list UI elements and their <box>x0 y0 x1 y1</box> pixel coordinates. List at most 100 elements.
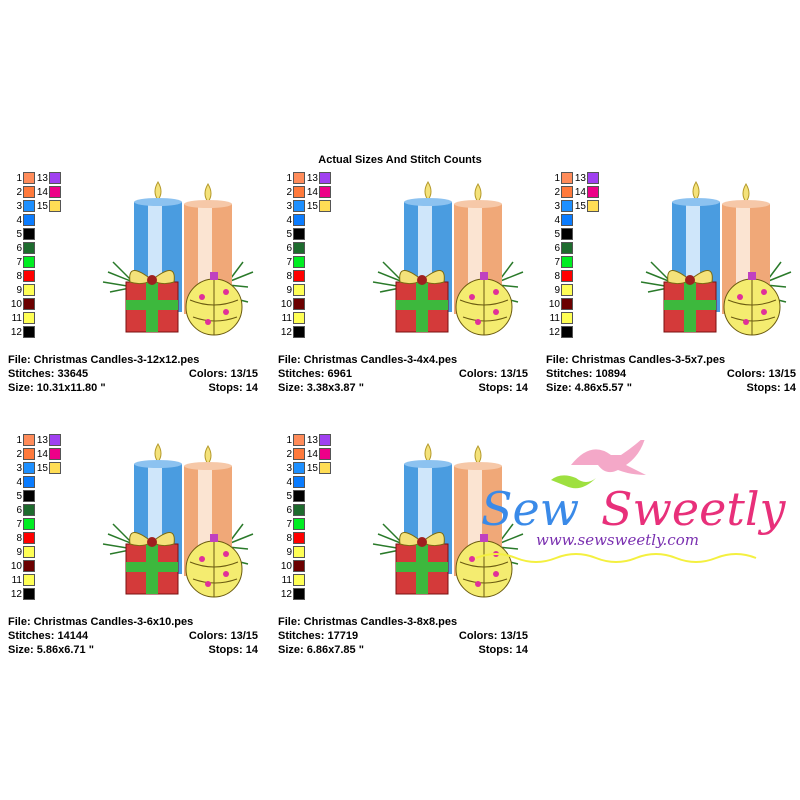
swatch-number: 15 <box>574 200 586 212</box>
color-swatch-13: 13 <box>304 172 331 184</box>
color-swatch-12: 12 <box>278 588 305 600</box>
swatch-color <box>293 242 305 254</box>
color-swatch-11: 11 <box>278 312 305 324</box>
file-name: File: Christmas Candles-3-12x12.pes <box>8 354 200 366</box>
color-swatch-9: 9 <box>8 284 35 296</box>
color-swatch-14: 14 <box>572 186 599 198</box>
color-swatch-10: 10 <box>546 298 573 310</box>
color-swatch-3: 3 <box>278 200 305 212</box>
color-count: Colors: 13/15 <box>188 630 258 642</box>
swatch-number: 9 <box>286 546 292 558</box>
swatch-color <box>561 256 573 268</box>
swatch-number: 3 <box>554 200 560 212</box>
swatch-number: 5 <box>286 490 292 502</box>
swatch-color <box>49 448 61 460</box>
color-swatch-11: 11 <box>546 312 573 324</box>
color-swatch-1: 1 <box>8 172 35 184</box>
stitch-count: Stitches: 14144 <box>8 630 89 642</box>
swatch-number: 15 <box>36 462 48 474</box>
swatch-number: 8 <box>286 532 292 544</box>
swatch-color <box>23 574 35 586</box>
swatch-number: 2 <box>16 448 22 460</box>
swatch-number: 7 <box>286 518 292 530</box>
swatch-number: 15 <box>306 200 318 212</box>
color-swatch-2: 2 <box>278 448 305 460</box>
swatch-color <box>293 214 305 226</box>
swatch-number: 7 <box>16 256 22 268</box>
swatch-color <box>23 588 35 600</box>
swatch-color <box>319 172 331 184</box>
swatch-number: 9 <box>16 284 22 296</box>
swatch-color <box>293 200 305 212</box>
swatch-color <box>319 200 331 212</box>
color-swatch-2: 2 <box>546 186 573 198</box>
swatch-color <box>293 270 305 282</box>
color-swatch-7: 7 <box>8 256 35 268</box>
color-swatch-15: 15 <box>304 462 331 474</box>
swatch-color <box>561 270 573 282</box>
swatch-color <box>49 200 61 212</box>
color-swatch-5: 5 <box>546 228 573 240</box>
swatch-color <box>587 172 599 184</box>
color-swatch-10: 10 <box>8 560 35 572</box>
swatch-color <box>23 242 35 254</box>
color-swatch-14: 14 <box>304 186 331 198</box>
swatch-number: 15 <box>36 200 48 212</box>
swatch-color <box>293 434 305 446</box>
swatch-number: 14 <box>36 448 48 460</box>
swatch-number: 13 <box>306 172 318 184</box>
color-swatch-15: 15 <box>572 200 599 212</box>
swatch-number: 10 <box>548 298 560 310</box>
swatch-color <box>561 172 573 184</box>
swatch-number: 13 <box>574 172 586 184</box>
swatch-color <box>293 490 305 502</box>
swatch-number: 2 <box>286 448 292 460</box>
swatch-color <box>293 298 305 310</box>
swatch-color <box>319 186 331 198</box>
swatch-color <box>23 448 35 460</box>
color-swatch-9: 9 <box>278 546 305 558</box>
swatch-color <box>23 490 35 502</box>
color-swatch-5: 5 <box>278 490 305 502</box>
color-swatch-4: 4 <box>8 214 35 226</box>
swatch-color <box>23 270 35 282</box>
swatch-color <box>49 172 61 184</box>
swatch-color <box>561 284 573 296</box>
file-name: File: Christmas Candles-3-8x8.pes <box>278 616 458 628</box>
stop-count: Stops: 14 <box>478 382 528 394</box>
swatch-color <box>23 560 35 572</box>
swatch-color <box>293 284 305 296</box>
swatch-number: 10 <box>10 298 22 310</box>
swatch-color <box>319 462 331 474</box>
swatch-number: 8 <box>16 270 22 282</box>
swatch-color <box>561 312 573 324</box>
color-swatch-1: 1 <box>278 172 305 184</box>
color-swatch-2: 2 <box>8 448 35 460</box>
color-swatch-2: 2 <box>278 186 305 198</box>
color-swatch-1: 1 <box>8 434 35 446</box>
swatch-color <box>293 462 305 474</box>
swatch-number: 6 <box>286 504 292 516</box>
swatch-number: 5 <box>16 228 22 240</box>
color-swatch-14: 14 <box>34 186 61 198</box>
color-count: Colors: 13/15 <box>188 368 258 380</box>
color-swatch-9: 9 <box>278 284 305 296</box>
swatch-number: 7 <box>554 256 560 268</box>
swatch-number: 3 <box>16 462 22 474</box>
stitch-count: Stitches: 6961 <box>278 368 352 380</box>
swatch-number: 4 <box>554 214 560 226</box>
swatch-color <box>587 186 599 198</box>
swatch-number: 1 <box>286 172 292 184</box>
swatch-number: 8 <box>554 270 560 282</box>
swatch-color <box>49 434 61 446</box>
color-swatch-12: 12 <box>546 326 573 338</box>
swatch-color <box>293 476 305 488</box>
swatch-number: 11 <box>11 312 22 324</box>
swatch-number: 1 <box>554 172 560 184</box>
swatch-color <box>23 518 35 530</box>
swatch-color <box>319 448 331 460</box>
swatch-color <box>561 214 573 226</box>
color-swatch-3: 3 <box>8 200 35 212</box>
